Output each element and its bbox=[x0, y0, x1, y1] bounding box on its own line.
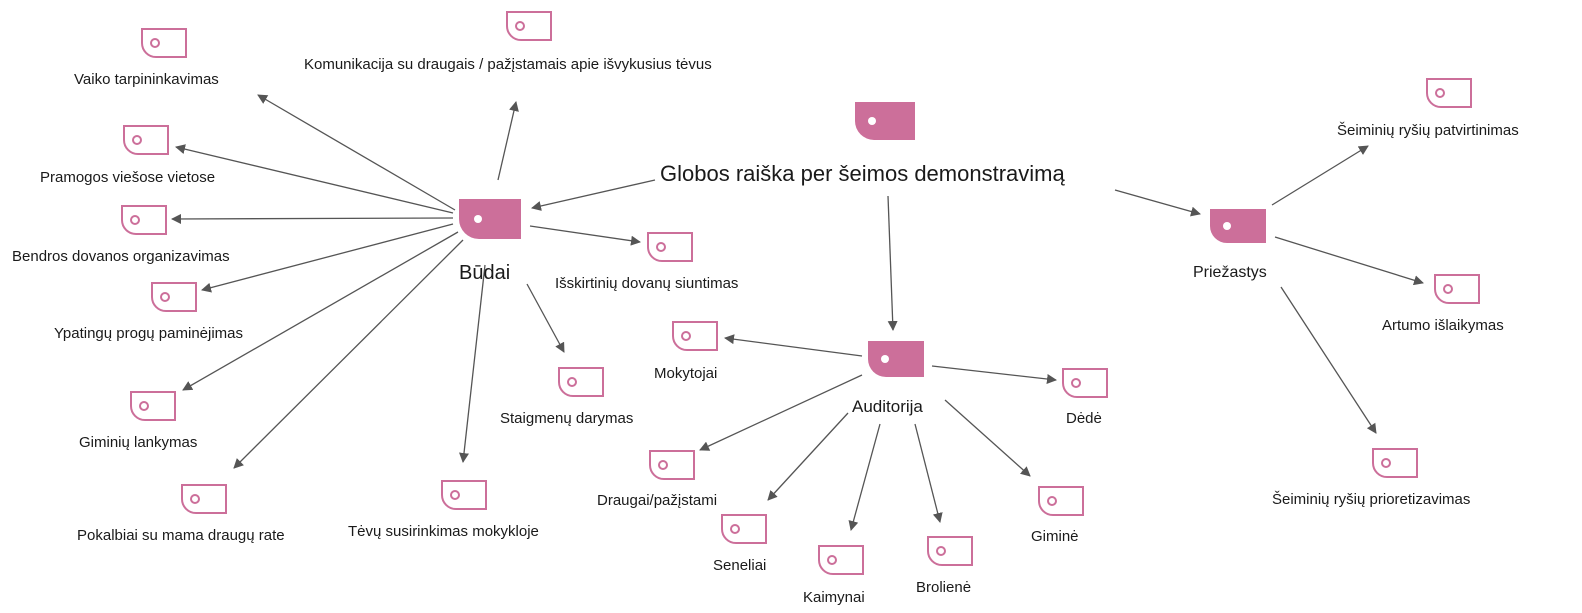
tag-outline-icon bbox=[181, 484, 227, 514]
edge-budai-to-bendros bbox=[171, 213, 454, 224]
edge-priezastys-to-artumo bbox=[1274, 236, 1424, 286]
tag-outline-icon bbox=[141, 28, 187, 58]
edge-budai-to-pramogos bbox=[175, 144, 454, 214]
edge-budai-to-vaiko bbox=[257, 94, 456, 211]
node-tevu-label: Tėvų susirinkimas mokykloje bbox=[348, 523, 539, 540]
node-seneliai-label: Seneliai bbox=[713, 557, 767, 574]
tag-filled-icon bbox=[868, 341, 924, 377]
tag-outline-icon bbox=[130, 391, 176, 421]
edge-auditorija-to-seneliai bbox=[767, 412, 849, 501]
edge-budai-to-ypatingu bbox=[201, 223, 454, 293]
edge-budai-to-isskirtiniu bbox=[529, 225, 641, 246]
node-artumo-label: Artumo išlaikymas bbox=[1382, 317, 1504, 334]
node-root-label: Globos raiška per šeimos demonstravimą bbox=[660, 161, 1065, 186]
edge-root-to-auditorija bbox=[887, 195, 898, 331]
tag-outline-icon bbox=[818, 545, 864, 575]
tag-outline-icon bbox=[1038, 486, 1084, 516]
node-gimine-label: Giminė bbox=[1031, 528, 1079, 545]
node-dede-label: Dėdė bbox=[1066, 410, 1102, 427]
edge-priezastys-to-patvirtinimas bbox=[1271, 145, 1369, 206]
node-pramogos-label: Pramogos viešose vietose bbox=[40, 169, 216, 186]
edge-budai-to-komunikacija bbox=[497, 101, 519, 181]
edge-auditorija-to-kaimynai bbox=[848, 423, 881, 531]
edge-budai-to-staigmenu bbox=[526, 283, 565, 353]
tag-outline-icon bbox=[647, 232, 693, 262]
tag-outline-icon bbox=[649, 450, 695, 480]
tag-outline-icon bbox=[441, 480, 487, 510]
node-priezastys-label: Priežastys bbox=[1193, 264, 1267, 281]
tag-outline-icon bbox=[1434, 274, 1480, 304]
tag-outline-icon bbox=[1062, 368, 1108, 398]
node-auditorija-label: Auditorija bbox=[852, 397, 923, 416]
tag-outline-icon bbox=[927, 536, 973, 566]
node-prioretizavimas-label: Šeiminių ryšių prioretizavimas bbox=[1272, 491, 1471, 508]
edge-root-to-priezastys bbox=[1114, 189, 1201, 217]
tag-outline-icon bbox=[672, 321, 718, 351]
node-komunikacija-label: Komunikacija su draugais / pažįstamais a… bbox=[304, 56, 712, 73]
edge-auditorija-to-dede bbox=[931, 365, 1057, 384]
tag-filled-icon bbox=[1210, 209, 1266, 243]
node-budai-label: Būdai bbox=[459, 262, 511, 284]
node-draugai-label: Draugai/pažįstami bbox=[597, 492, 718, 509]
node-isskirtiniu-label: Išskirtinių dovanų siuntimas bbox=[555, 275, 739, 292]
node-kaimynai-label: Kaimynai bbox=[803, 589, 865, 606]
edge-budai-to-pokalbiai bbox=[233, 239, 464, 469]
tag-outline-icon bbox=[558, 367, 604, 397]
edge-auditorija-to-gimine bbox=[944, 399, 1031, 477]
edge-root-to-budai bbox=[531, 179, 656, 211]
tag-outline-icon bbox=[121, 205, 167, 235]
node-ypatingu-label: Ypatingų progų paminėjimas bbox=[54, 325, 244, 342]
tag-outline-icon bbox=[1426, 78, 1472, 108]
edge-budai-to-giminiu bbox=[182, 231, 459, 391]
tag-filled-icon bbox=[855, 102, 915, 140]
tag-outline-icon bbox=[151, 282, 197, 312]
edge-budai-to-tevu bbox=[459, 264, 486, 463]
node-bendros-label: Bendros dovanos organizavimas bbox=[12, 248, 230, 265]
tag-filled-icon bbox=[459, 199, 521, 239]
node-mokytojai-label: Mokytojai bbox=[654, 365, 718, 382]
tag-outline-icon bbox=[721, 514, 767, 544]
edge-auditorija-to-mokytojai bbox=[724, 334, 863, 357]
node-giminiu-label: Giminių lankymas bbox=[79, 434, 198, 451]
node-pokalbiai-label: Pokalbiai su mama draugų rate bbox=[77, 527, 285, 544]
node-patvirtinimas-label: Šeiminių ryšių patvirtinimas bbox=[1337, 122, 1519, 139]
tag-outline-icon bbox=[1372, 448, 1418, 478]
node-vaiko-label: Vaiko tarpininkavimas bbox=[74, 71, 219, 88]
tag-outline-icon bbox=[123, 125, 169, 155]
edge-auditorija-to-broliene bbox=[914, 423, 943, 523]
node-staigmenu-label: Staigmenų darymas bbox=[500, 410, 634, 427]
node-broliene-label: Brolienė bbox=[916, 579, 972, 596]
edge-priezastys-to-prioretizavimas bbox=[1280, 286, 1377, 434]
tag-outline-icon bbox=[506, 11, 552, 41]
edge-auditorija-to-draugai bbox=[699, 374, 863, 451]
